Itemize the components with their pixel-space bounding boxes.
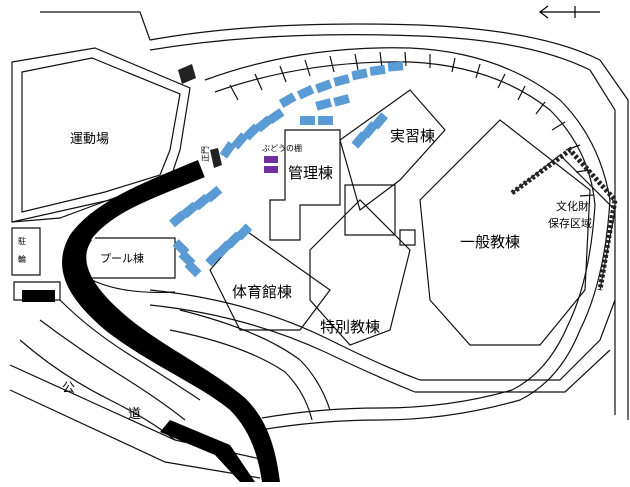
label-public-road-1: 公 [62,381,75,396]
label-practice: 実習棟 [390,127,435,145]
label-sign-1: 駐 [18,236,26,246]
parking-space [318,116,333,125]
parking-space [231,132,248,150]
parking-space [315,79,333,94]
parking-space [333,74,351,87]
parking-space [296,84,315,100]
label-admin: 管理棟 [288,164,333,182]
parking-space [371,112,388,130]
arbor-block [264,166,278,173]
label-public-road-2: 道 [128,407,141,422]
cultural-wall [510,146,618,291]
parking-space [169,210,187,228]
map-outlines [9,11,629,479]
grape-arbor [264,156,278,173]
label-special: 特別教棟 [320,318,380,336]
parking-space [205,185,223,203]
parking-space [369,64,386,76]
label-sign-2: 輪 [18,254,26,264]
parking-space [266,108,285,125]
parking-space [255,115,273,133]
parking-space [235,223,253,241]
label-main-gate: 正門 [201,146,210,162]
label-arbor: ぶどうの棚 [262,143,302,153]
parking-space [193,193,211,211]
campus-road [62,160,280,482]
label-general: 一般教棟 [460,233,520,251]
parking-space [333,94,351,107]
label-cultural-2: 保存区域 [548,216,592,230]
parking-space [181,201,199,219]
arbor-block [264,156,278,163]
parking-space [387,61,404,72]
label-cultural-1: 文化財 [556,199,589,213]
label-gym: 体育館棟 [232,283,292,301]
north-arrow-icon [539,5,600,19]
label-pool: プール棟 [100,251,144,265]
parking-space [243,123,261,141]
gate-block [210,148,222,168]
parking-space [300,116,315,125]
parking-space [351,68,368,81]
parking-space [315,98,333,111]
parking-space [219,141,236,159]
road-lower-black [160,420,255,482]
parking-space [184,260,202,278]
parking-space [351,131,368,149]
sign-black-block [22,290,55,302]
parking-spaces [169,61,404,278]
label-playground: 運動場 [70,132,109,147]
parking-space [278,92,297,108]
dark-block [178,64,196,84]
